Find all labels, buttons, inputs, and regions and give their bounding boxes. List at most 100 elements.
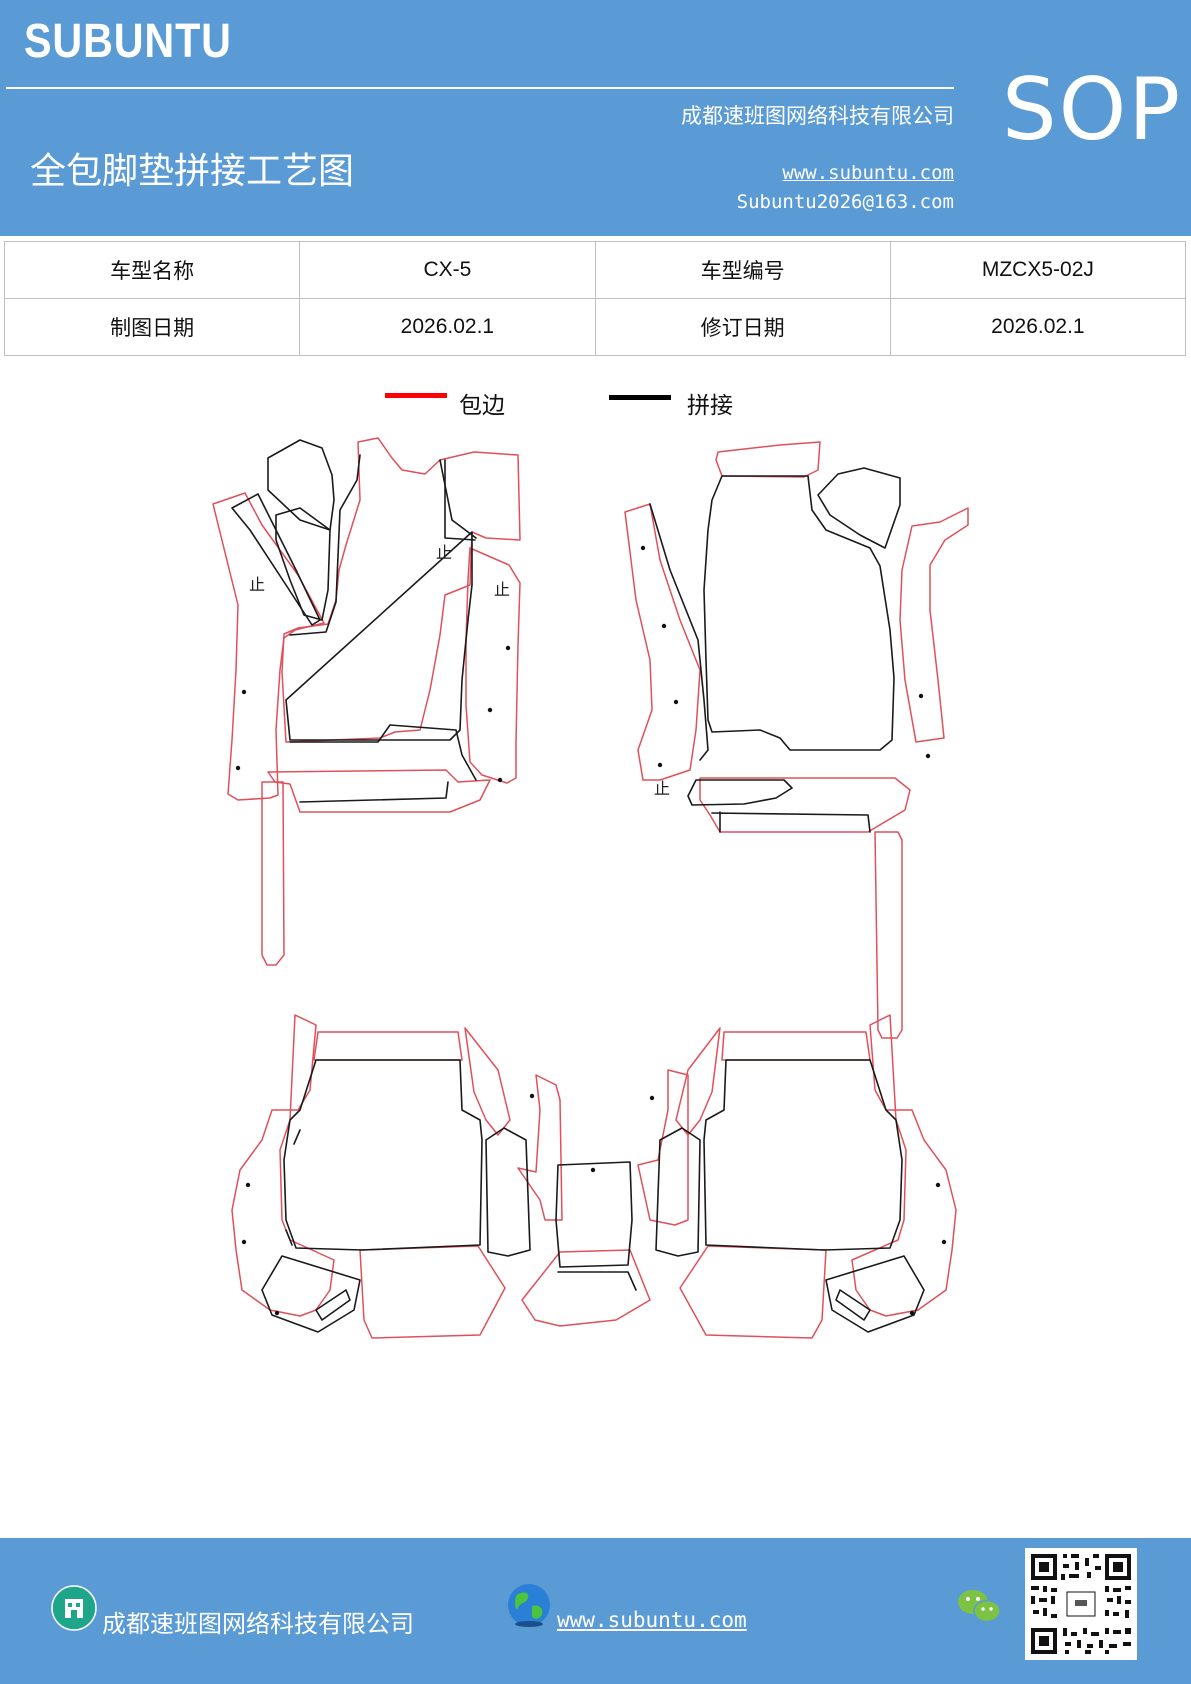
passenger-main bbox=[703, 475, 895, 751]
rear-right-side bbox=[675, 1027, 721, 1136]
fastener-dot bbox=[640, 545, 646, 551]
rear-center-fan-seam bbox=[557, 1271, 637, 1291]
rear-left-triangle bbox=[315, 1289, 351, 1321]
fastener-dot bbox=[235, 765, 241, 771]
passenger-heel-seam bbox=[711, 811, 871, 833]
driver-heel-strip bbox=[267, 769, 491, 813]
driver-side-panel bbox=[212, 492, 325, 801]
stop-mark: 止 bbox=[249, 575, 265, 594]
rear-right-wedge bbox=[825, 1255, 925, 1333]
legend-edge-swatch bbox=[385, 393, 447, 398]
seam-outlines bbox=[231, 439, 925, 1333]
fastener-dot bbox=[529, 1093, 535, 1099]
driver-top-wedge bbox=[267, 439, 335, 531]
stop-mark: 止 bbox=[436, 543, 452, 562]
footer-website-link[interactable]: www.subuntu.com bbox=[557, 1608, 747, 1632]
globe-icon bbox=[508, 1584, 550, 1627]
rear-right-seat-top bbox=[721, 1031, 871, 1061]
header-company: 成都速班图网络科技有限公司 bbox=[681, 104, 954, 128]
qr-code-icon bbox=[1025, 1548, 1137, 1660]
legend-edge-label: 包边 bbox=[459, 393, 505, 419]
brand-logo: SUBUNTU bbox=[24, 15, 232, 68]
floor-mat-pattern-drawing: 止 止 止 止 bbox=[212, 437, 969, 1339]
passenger-left-strip bbox=[624, 503, 701, 781]
driver-center-seam bbox=[289, 724, 477, 781]
passenger-left-seam bbox=[649, 503, 709, 761]
fastener-dot bbox=[245, 1182, 251, 1188]
passenger-right-panel bbox=[899, 507, 969, 743]
rear-right-bottom bbox=[679, 1245, 827, 1339]
sop-badge: SOP bbox=[1002, 60, 1183, 160]
driver-tunnel-panel bbox=[465, 547, 521, 784]
edge-outlines bbox=[212, 437, 969, 1339]
fastener-dot bbox=[241, 689, 247, 695]
wechat-icon bbox=[958, 1590, 1001, 1623]
fastener-dot bbox=[925, 753, 931, 759]
rear-left-side bbox=[464, 1027, 511, 1136]
model-code-value: MZCX5-02J bbox=[889, 241, 1187, 299]
rear-center-main bbox=[555, 1161, 633, 1268]
draw-date-value: 2026.02.1 bbox=[299, 298, 596, 356]
revise-date-value: 2026.02.1 bbox=[889, 298, 1187, 356]
rear-right-triangle bbox=[835, 1289, 871, 1321]
fastener-dots bbox=[235, 545, 947, 1316]
rear-left-bottom bbox=[359, 1245, 506, 1339]
table-row: 制图日期 2026.02.1 修订日期 2026.02.1 bbox=[3, 298, 1187, 356]
fastener-dot bbox=[590, 1167, 596, 1173]
driver-heel-seam bbox=[299, 781, 449, 803]
passenger-right-strip bbox=[874, 831, 903, 1039]
rear-left-wedge bbox=[261, 1255, 361, 1333]
rear-right-outer bbox=[851, 1014, 957, 1317]
header-website-link[interactable]: www.subuntu.com bbox=[782, 162, 954, 184]
driver-mid-wedge bbox=[275, 507, 331, 621]
rear-left-pillar bbox=[485, 1127, 531, 1257]
model-code-label: 车型编号 bbox=[594, 241, 891, 299]
fastener-dot bbox=[941, 1239, 947, 1245]
fastener-dot bbox=[673, 699, 679, 705]
fastener-dot bbox=[241, 1239, 247, 1245]
stop-marks: 止 止 止 止 bbox=[249, 543, 670, 798]
building-icon bbox=[51, 1585, 97, 1631]
stop-mark: 止 bbox=[494, 580, 510, 599]
model-name-label: 车型名称 bbox=[3, 241, 301, 299]
rear-right-pillar bbox=[655, 1127, 701, 1257]
fastener-dot bbox=[487, 707, 493, 713]
fastener-dot bbox=[274, 1310, 280, 1316]
header-band bbox=[0, 0, 1191, 236]
legend-seam-swatch bbox=[609, 395, 671, 400]
footer-company: 成都速班图网络科技有限公司 bbox=[102, 1610, 414, 1638]
model-name-value: CX-5 bbox=[299, 241, 596, 299]
driver-fold-line bbox=[439, 459, 477, 539]
rear-right-main bbox=[703, 1059, 903, 1251]
rear-left-outer bbox=[231, 1014, 335, 1317]
fastener-dot bbox=[918, 693, 924, 699]
table-row: 车型名称 CX-5 车型编号 MZCX5-02J bbox=[3, 241, 1187, 299]
rear-center-top bbox=[517, 1074, 563, 1221]
fastener-dot bbox=[657, 762, 663, 768]
fastener-dot bbox=[505, 645, 511, 651]
rear-center-right bbox=[637, 1069, 689, 1226]
rear-center-fan bbox=[521, 1249, 651, 1327]
draw-date-label: 制图日期 bbox=[3, 298, 301, 356]
stop-mark: 止 bbox=[654, 779, 670, 798]
driver-main-top bbox=[281, 437, 521, 743]
fastener-dot bbox=[649, 1095, 655, 1101]
fastener-dot bbox=[935, 1182, 941, 1188]
page-title: 全包脚垫拼接工艺图 bbox=[30, 151, 355, 192]
fastener-dot bbox=[661, 623, 667, 629]
rear-left-seat-top bbox=[313, 1031, 463, 1061]
driver-left-strip bbox=[261, 781, 285, 966]
driver-main-seam bbox=[285, 454, 476, 741]
fastener-dot bbox=[909, 1310, 915, 1316]
fastener-dot bbox=[497, 777, 503, 783]
header-email: Subuntu2026@163.com bbox=[736, 191, 954, 213]
passenger-tray bbox=[687, 779, 793, 806]
header-divider bbox=[6, 87, 954, 89]
passenger-top-cap bbox=[715, 441, 821, 478]
model-info-table: 车型名称 CX-5 车型编号 MZCX5-02J 制图日期 2026.02.1 … bbox=[3, 241, 1187, 356]
passenger-top-right-wedge bbox=[817, 467, 901, 549]
rear-left-inner bbox=[285, 1129, 301, 1246]
rear-left-main bbox=[283, 1059, 483, 1251]
driver-thin-wedge bbox=[231, 493, 321, 626]
legend-seam-label: 拼接 bbox=[687, 393, 733, 419]
